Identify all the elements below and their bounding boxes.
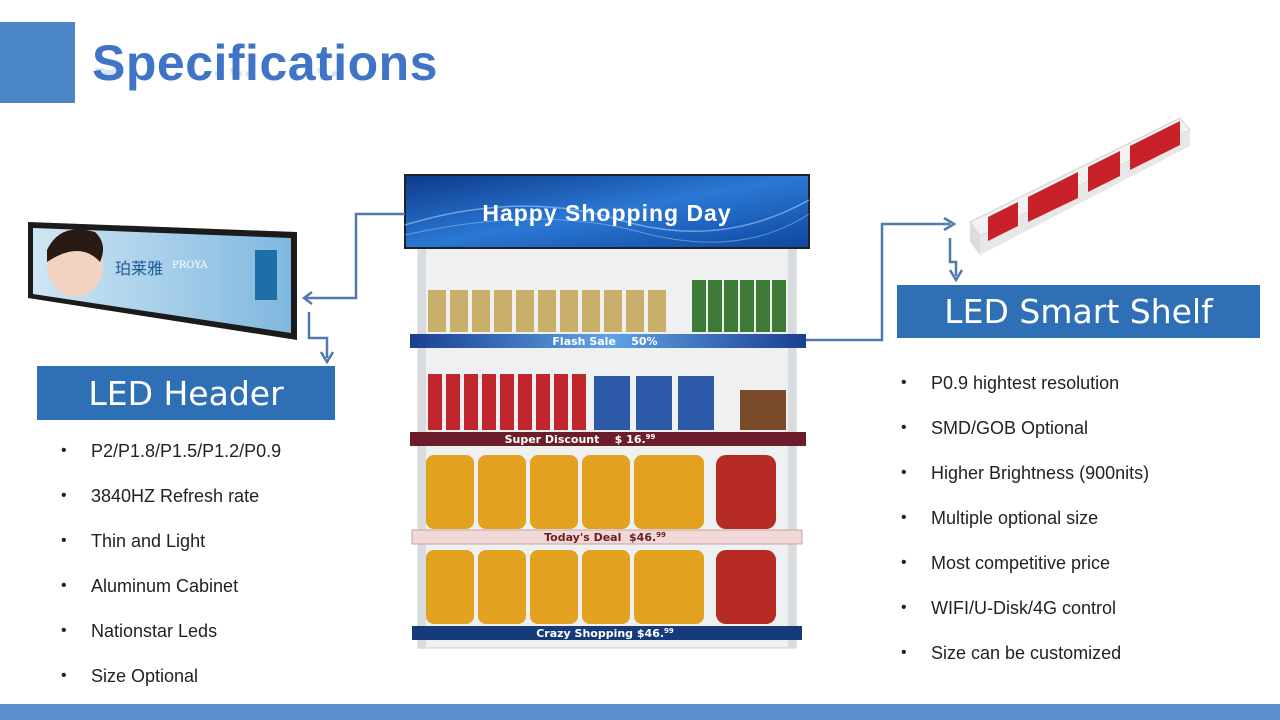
led-smart-shelf-feature: Higher Brightness (900nits) xyxy=(901,463,1149,508)
led-header-panel-image: 珀莱雅 PROYA xyxy=(28,222,297,340)
led-header-feature: Nationstar Leds xyxy=(61,621,281,666)
led-smart-shelf-image xyxy=(969,117,1191,255)
led-header-feature: 3840HZ Refresh rate xyxy=(61,486,281,531)
led-header-feature: Size Optional xyxy=(61,666,281,711)
title-accent-block xyxy=(0,22,75,103)
led-header-feature: P2/P1.8/P1.5/P1.2/P0.9 xyxy=(61,441,281,486)
footer-bar xyxy=(0,704,1280,720)
led-smart-shelf-feature-list: P0.9 hightest resolution SMD/GOB Optiona… xyxy=(901,373,1149,688)
shelf-unit-image: Happy Shopping Day Flash Sale 50% Super … xyxy=(404,174,810,649)
led-smart-shelf-feature: Most competitive price xyxy=(901,553,1149,598)
led-header-title: LED Header xyxy=(37,366,335,420)
led-smart-shelf-feature: P0.9 hightest resolution xyxy=(901,373,1149,418)
shelf-strip-2-text: Super Discount $ 16.99 xyxy=(505,433,656,446)
header-panel-brand-en: PROYA xyxy=(172,260,208,271)
led-smart-shelf-feature: WIFI/U-Disk/4G control xyxy=(901,598,1149,643)
led-header-feature: Thin and Light xyxy=(61,531,281,576)
shelf-header-banner-text: Happy Shopping Day xyxy=(482,200,731,226)
header-panel-brand-cn: 珀莱雅 xyxy=(115,259,163,278)
shelf-strip-1-text: Flash Sale 50% xyxy=(552,335,657,348)
led-header-feature: Aluminum Cabinet xyxy=(61,576,281,621)
led-smart-shelf-feature: Multiple optional size xyxy=(901,508,1149,553)
led-header-feature-list: P2/P1.8/P1.5/P1.2/P0.9 3840HZ Refresh ra… xyxy=(61,441,281,711)
led-smart-shelf-feature: Size can be customized xyxy=(901,643,1149,688)
shelf-strip-4-text: Crazy Shopping $46.99 xyxy=(536,627,674,640)
page-title: Specifications xyxy=(92,35,438,91)
led-smart-shelf-feature: SMD/GOB Optional xyxy=(901,418,1149,463)
led-smart-shelf-title: LED Smart Shelf xyxy=(897,285,1260,338)
shelf-strip-3-text: Today's Deal $46.99 xyxy=(544,531,666,544)
connector-arrows xyxy=(301,212,964,365)
